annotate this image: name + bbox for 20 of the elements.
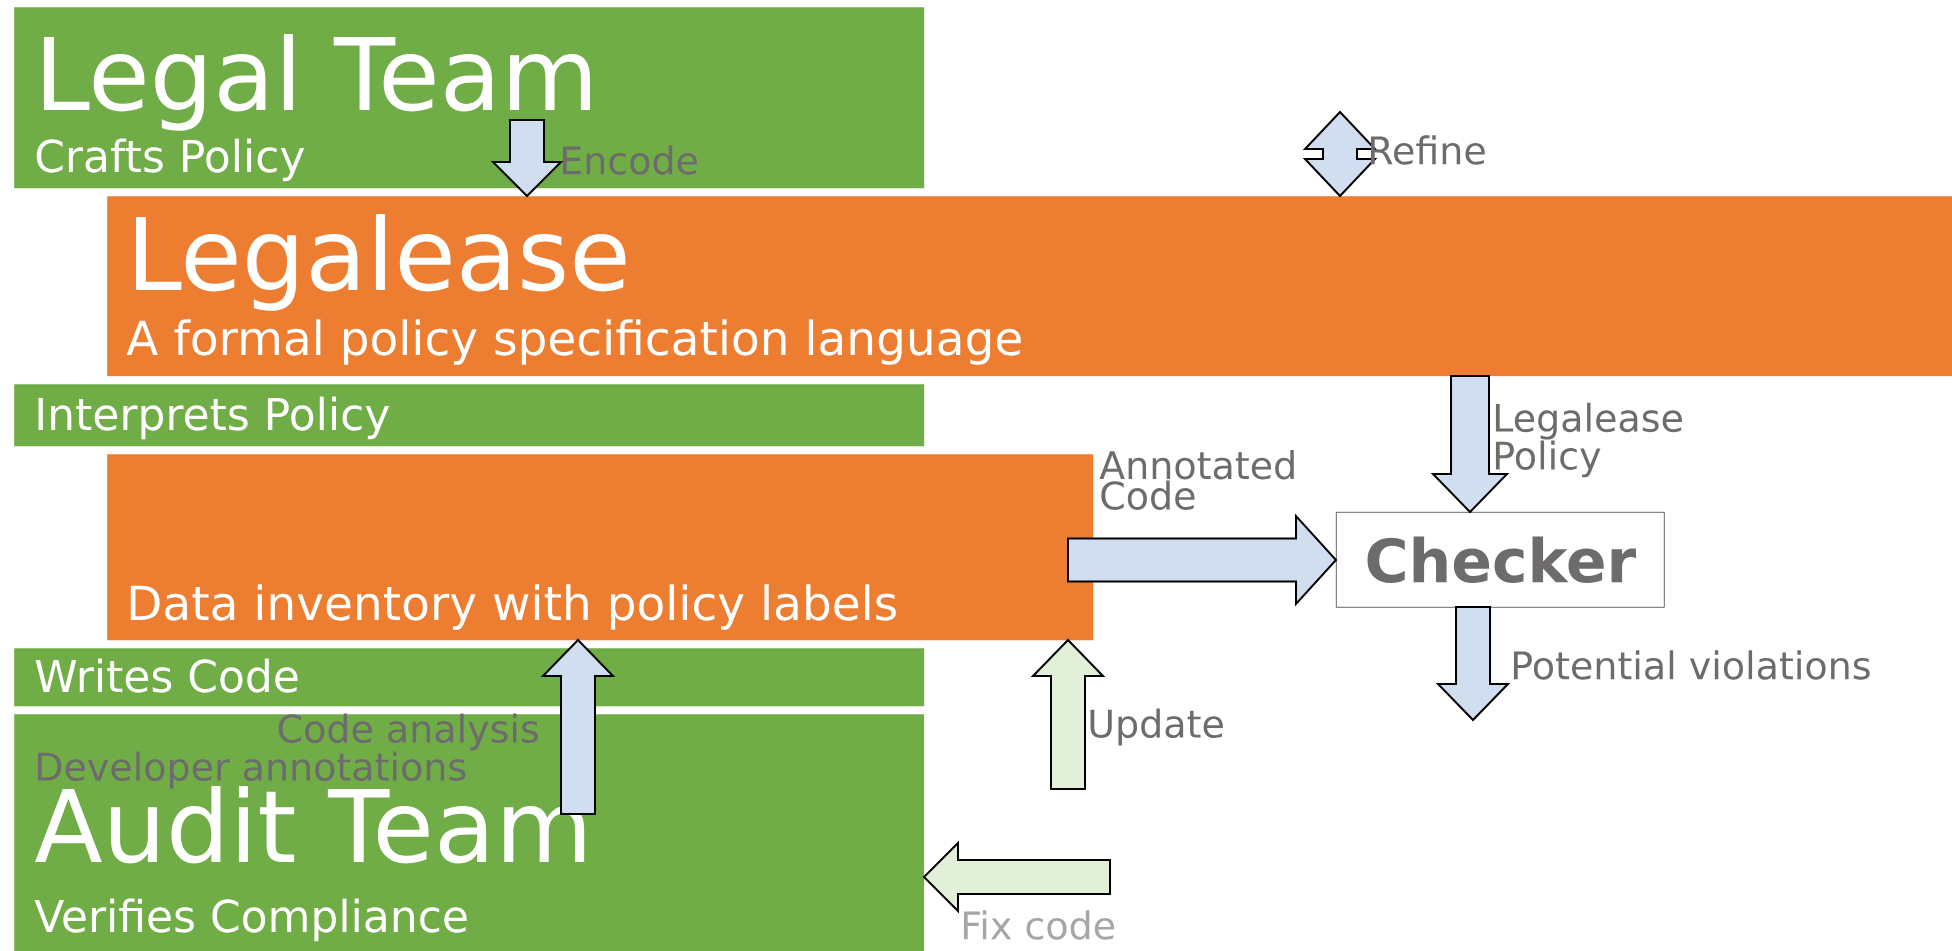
tool-band: Data inventory with policy labels (107, 454, 1094, 641)
block-arrow (1030, 638, 1106, 790)
block-arrow (922, 840, 1111, 914)
block-arrow (1067, 513, 1338, 607)
edge-label: Refine (1370, 135, 1485, 165)
team-box: Interprets Policy (14, 384, 925, 447)
edge-label: Update (1090, 708, 1223, 746)
tool-band: Legalease A formal policy specification language (107, 196, 1952, 377)
edge-label: Legalease Policy (1495, 402, 1682, 478)
block-arrow (490, 119, 564, 198)
block-arrow (1435, 606, 1511, 722)
block-arrow (1430, 375, 1510, 514)
team-box: Writes Code (14, 648, 925, 707)
edge-label: Encode (562, 145, 697, 175)
edge-label: Potential violations (1513, 650, 1870, 680)
edge-label: Code analysis (278, 713, 538, 751)
checker-box: Checker (1336, 512, 1665, 608)
block-arrow (540, 638, 616, 815)
edge-label: Annotated Code (1099, 450, 1294, 510)
edge-label: Fix code (963, 910, 1115, 940)
